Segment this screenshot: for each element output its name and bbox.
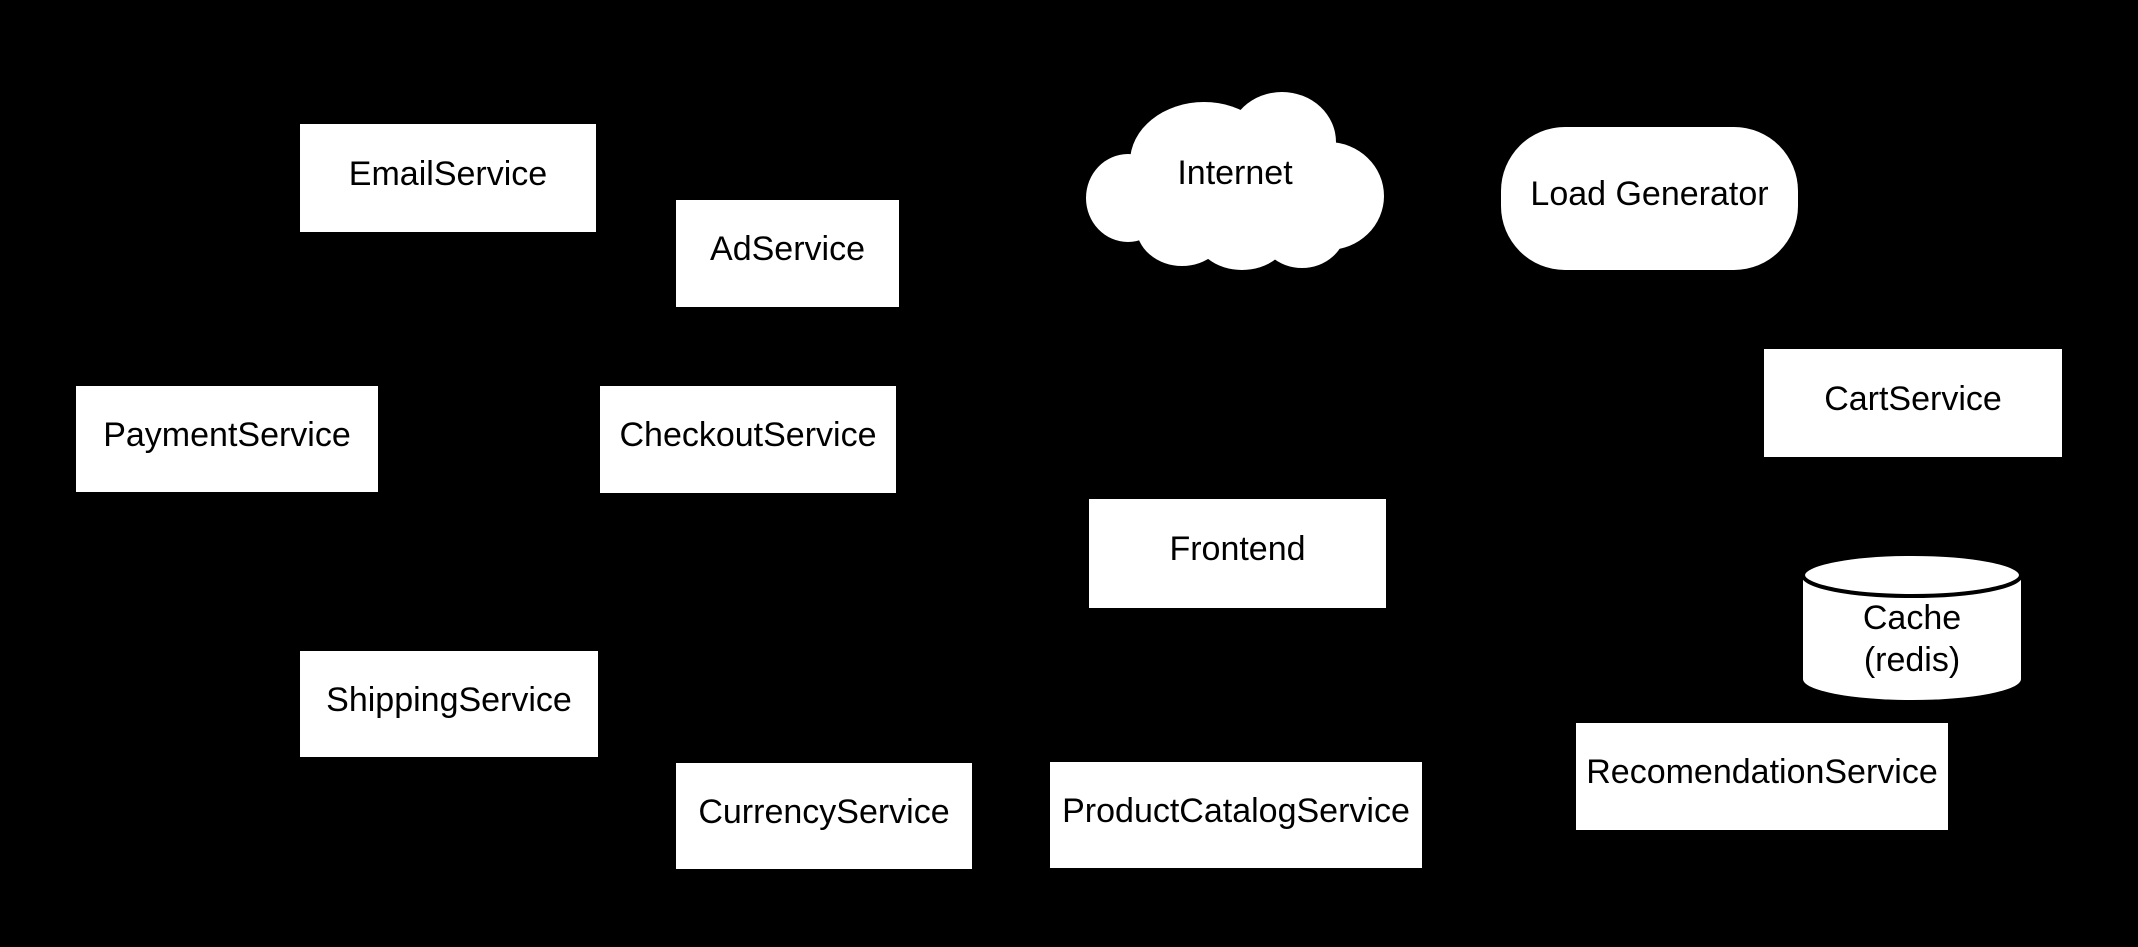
node-frontend-label: Frontend	[1169, 530, 1306, 569]
node-checkout-service-label: CheckoutService	[619, 416, 877, 455]
node-recomendation-service: RecomendationService	[1576, 723, 1948, 830]
node-currency-service-label: CurrencyService	[698, 792, 950, 831]
node-cart-service-label: CartService	[1824, 379, 2002, 418]
cache-label-line1: Cache	[1862, 599, 1962, 637]
node-email-service: EmailService	[300, 124, 596, 232]
node-cache-redis: Cache (redis)	[1800, 551, 2024, 703]
cache-label-line2: (redis)	[1863, 641, 1961, 679]
node-cart-service: CartService	[1764, 349, 2062, 457]
database-cylinder-icon	[1801, 552, 2023, 700]
node-internet: Internet	[1086, 86, 1384, 272]
node-product-catalog-service: ProductCatalogService	[1050, 762, 1422, 868]
node-payment-service-label: PaymentService	[103, 415, 351, 454]
node-product-catalog-service-label: ProductCatalogService	[1062, 791, 1410, 830]
node-currency-service: CurrencyService	[676, 763, 972, 869]
node-ad-service-label: AdService	[710, 230, 865, 269]
node-payment-service: PaymentService	[76, 386, 378, 492]
node-internet-label: Internet	[1177, 153, 1293, 192]
node-load-generator-label: Load Generator	[1530, 175, 1769, 214]
node-recomendation-service-label: RecomendationService	[1586, 753, 1938, 792]
node-shipping-service: ShippingService	[300, 651, 598, 757]
node-email-service-label: EmailService	[348, 154, 548, 193]
node-ad-service: AdService	[676, 200, 899, 307]
node-cache-redis-label: Cache (redis)	[1800, 597, 2024, 681]
cloud-icon	[1086, 92, 1384, 270]
node-frontend: Frontend	[1089, 499, 1386, 608]
node-checkout-service: CheckoutService	[600, 386, 896, 493]
node-shipping-service-label: ShippingService	[326, 680, 572, 719]
node-load-generator: Load Generator	[1501, 127, 1798, 270]
